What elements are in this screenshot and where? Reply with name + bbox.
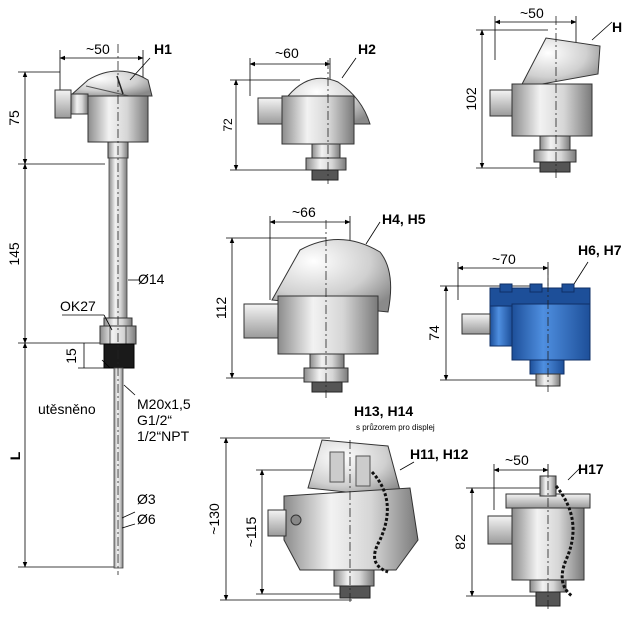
dim-h3-width: ~50 — [520, 5, 544, 21]
h2-assembly — [230, 57, 371, 184]
dim-dia6: Ø6 — [137, 511, 156, 527]
label-h3: H — [612, 19, 622, 35]
dim-74: 74 — [426, 325, 442, 341]
h45-lid — [271, 239, 392, 313]
h17-assembly — [466, 464, 591, 612]
h45-body — [277, 295, 379, 355]
label-h17: H17 — [578, 461, 604, 477]
h17-cable-gland — [487, 515, 513, 545]
h3-body — [511, 83, 593, 137]
dim-dia3: Ø3 — [137, 491, 156, 507]
dim-h17-width: ~50 — [505, 452, 529, 468]
dim-82: 82 — [452, 534, 468, 550]
h1-thread — [103, 343, 135, 369]
dim-102: 102 — [463, 87, 479, 111]
h11-chain — [370, 470, 389, 574]
dim-72: 72 — [221, 118, 235, 132]
dim-thread-g12: G1/2“ — [137, 412, 172, 428]
dim-h2-width: ~60 — [275, 45, 299, 61]
label-h2: H2 — [358, 41, 376, 57]
label-h4h5: H4, H5 — [382, 211, 426, 227]
h45-cable-gland — [243, 303, 279, 339]
dim-ok27: OK27 — [60, 298, 96, 314]
h11-body — [283, 487, 419, 571]
h17-chain — [554, 485, 575, 598]
h3-cable-gland — [489, 89, 513, 117]
label-h11h12: H11, H12 — [410, 446, 469, 462]
h6h7-assembly — [440, 261, 591, 392]
h2-body — [281, 95, 355, 145]
dim-h1-width: ~50 — [86, 41, 110, 57]
h2-cable-gland — [257, 97, 283, 125]
dim-dia14: Ø14 — [138, 271, 165, 287]
dim-15: 15 — [63, 348, 79, 364]
dim-130: ~130 — [206, 503, 222, 535]
h1-lid — [68, 70, 153, 97]
h67-cable-gland — [461, 313, 491, 335]
h1-cable-gland — [54, 89, 72, 119]
dim-75: 75 — [6, 110, 22, 126]
h11-cable-gland — [267, 509, 287, 537]
dim-112: 112 — [213, 297, 229, 320]
dim-L: L — [7, 451, 23, 460]
label-h1: H1 — [154, 41, 172, 57]
dim-145: 145 — [6, 242, 22, 266]
h1-assembly — [18, 44, 153, 575]
h4h5-assembly — [226, 216, 392, 398]
h1-probe — [113, 367, 124, 569]
h3-assembly — [476, 16, 613, 180]
label-h6h7: H6, H7 — [578, 242, 622, 258]
label-h13h14-sub: s průzorem pro displej — [356, 423, 435, 432]
dim-h67-width: ~70 — [492, 251, 516, 267]
label-h13h14: H13, H14 — [354, 403, 413, 419]
h11-h14-assembly — [220, 437, 419, 604]
h67-body — [511, 303, 591, 361]
label-sealed: utěsněno — [38, 401, 96, 417]
dim-thread-m20: M20x1,5 — [137, 396, 191, 412]
dim-thread-npt: 1/2“NPT — [137, 428, 190, 444]
h3-lid — [519, 37, 601, 89]
dim-115: ~115 — [243, 517, 259, 548]
dim-h45-width: ~66 — [292, 204, 316, 220]
